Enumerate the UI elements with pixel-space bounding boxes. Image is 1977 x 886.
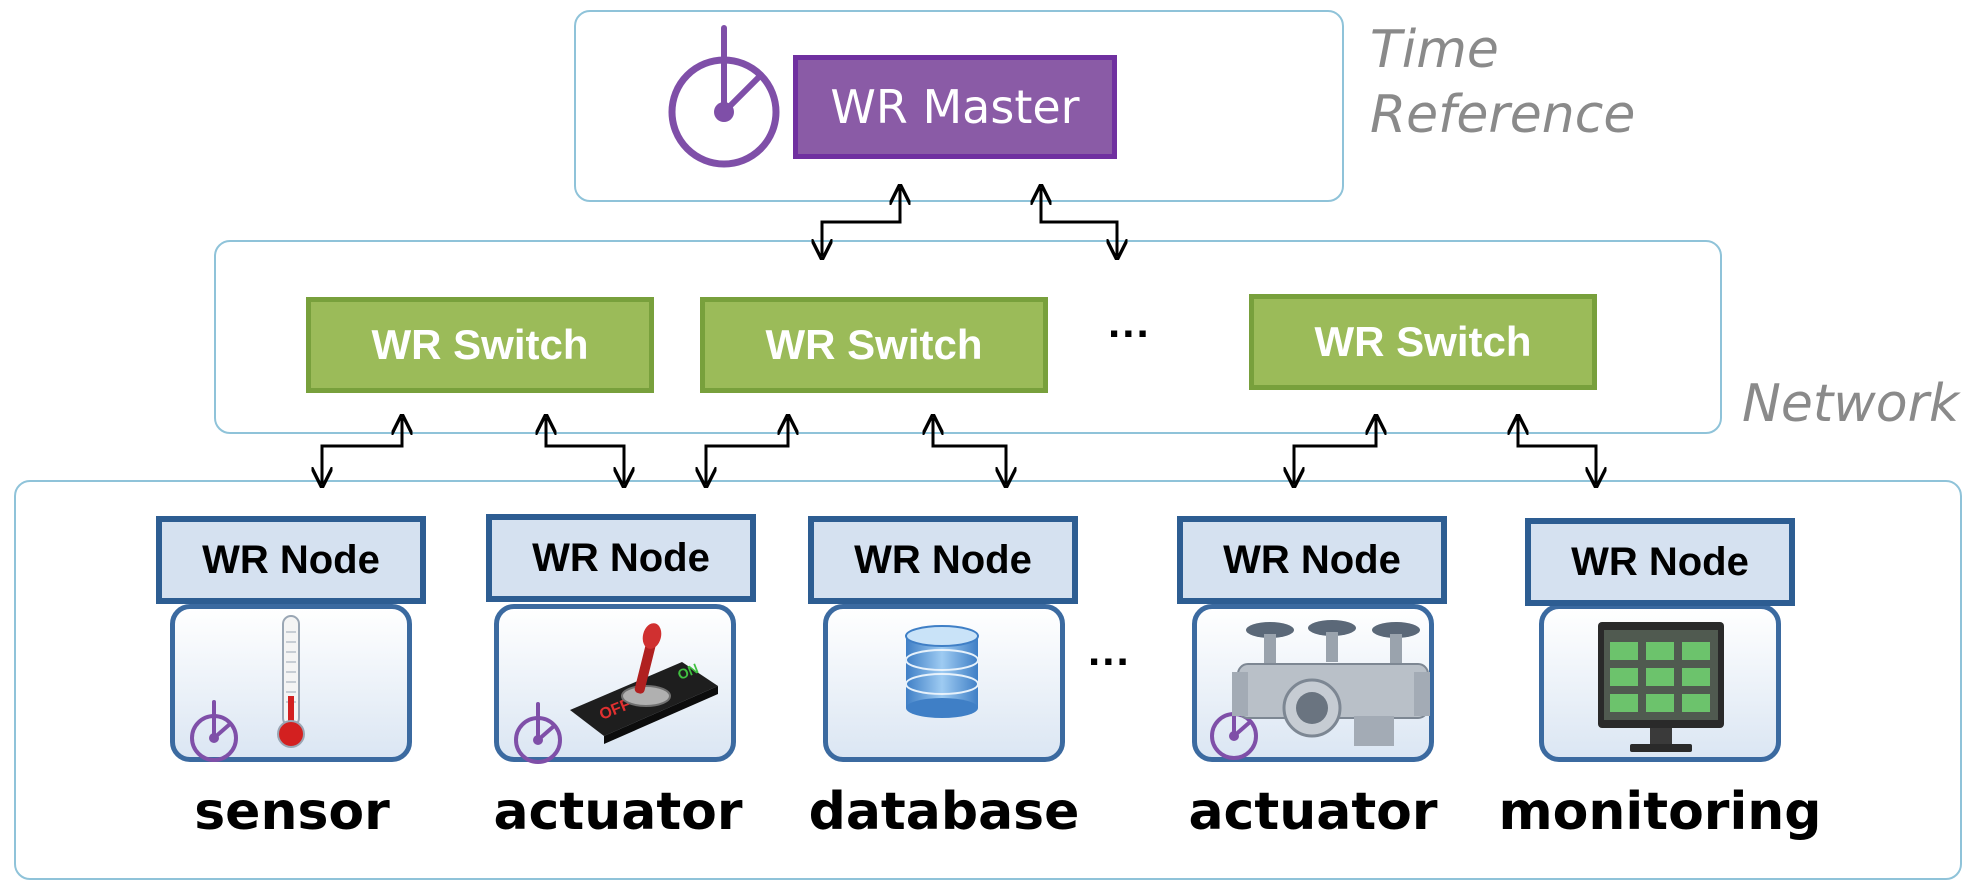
node-caption-sensor: sensor — [194, 782, 390, 842]
link-sw2-database — [933, 418, 1006, 484]
clock-icon — [668, 25, 780, 168]
time-reference-label: Time Reference — [1370, 20, 1636, 145]
node-header-actuator-1: WR Node — [486, 514, 756, 602]
link-sw3-actuator — [1294, 418, 1376, 484]
link-master-right — [1041, 188, 1117, 256]
node-caption-database: database — [808, 782, 1080, 842]
network-label: Network — [1742, 374, 1960, 434]
wr-master-box: WR Master — [793, 55, 1117, 159]
link-sw2-actuator — [706, 418, 788, 484]
database-icon — [905, 625, 979, 718]
monitor-icon — [1598, 622, 1724, 752]
node-caption-actuator-1: actuator — [493, 782, 743, 842]
link-sw3-monitoring — [1518, 418, 1596, 484]
node-header-database: WR Node — [808, 516, 1078, 604]
node-ellipsis: ... — [1088, 626, 1131, 675]
thermometer-icon — [277, 615, 305, 748]
clock-icon — [190, 700, 238, 762]
svg-text:ON: ON — [675, 660, 700, 683]
link-sw1-actuator — [546, 418, 624, 484]
valve-icon — [1232, 620, 1430, 746]
on-off-switch-icon: OFF ON — [570, 623, 718, 744]
node-caption-actuator-2: actuator — [1188, 782, 1438, 842]
wr-switch-2: WR Switch — [700, 297, 1048, 393]
node-header-sensor: WR Node — [156, 516, 426, 604]
link-master-left — [822, 188, 900, 256]
node-caption-monitoring: monitoring — [1498, 782, 1822, 842]
switch-ellipsis: ... — [1108, 298, 1151, 347]
clock-icon — [514, 702, 562, 764]
wr-switch-3: WR Switch — [1249, 294, 1597, 390]
link-sw1-sensor — [322, 418, 402, 484]
wr-switch-1: WR Switch — [306, 297, 654, 393]
node-header-actuator-2: WR Node — [1177, 516, 1447, 604]
node-header-monitoring: WR Node — [1525, 518, 1795, 606]
